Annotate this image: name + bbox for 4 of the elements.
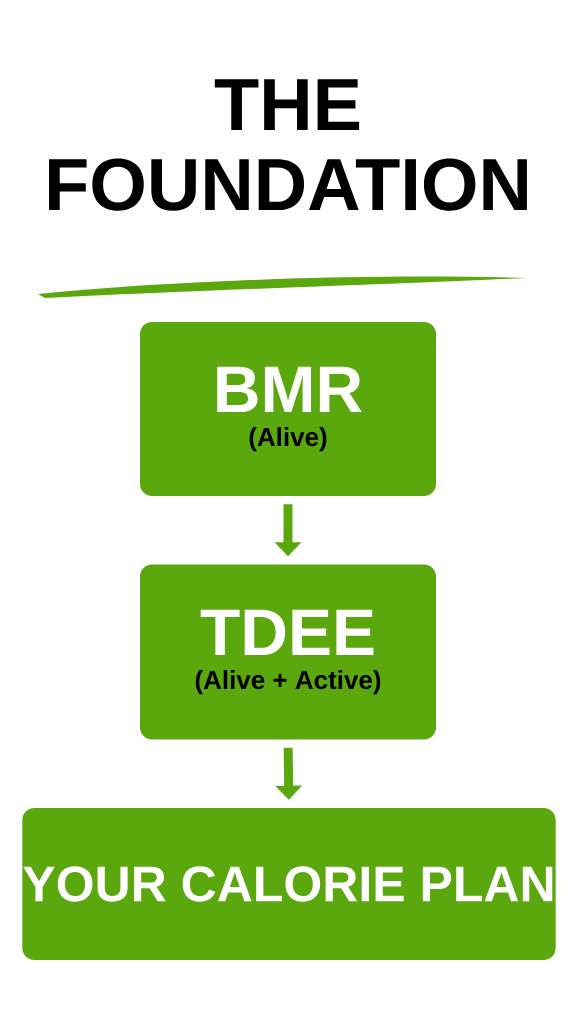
process-box: YOUR CALORIE PLAN <box>22 808 556 960</box>
title: THE FOUNDATION <box>49 79 527 211</box>
process-box: BMR (Alive) <box>140 322 436 496</box>
process-box: TDEE (Alive + Active) <box>140 564 436 740</box>
